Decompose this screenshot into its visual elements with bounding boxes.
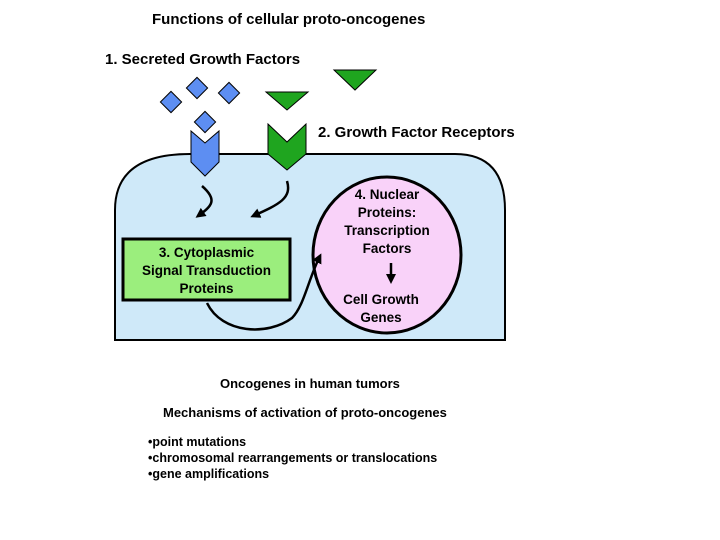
label-line: Proteins — [179, 281, 234, 296]
label-cytoplasmic-proteins: 3. Cytoplasmic Signal Transduction Prote… — [125, 244, 288, 298]
label-line: Genes — [360, 310, 402, 325]
list-item: point mutations — [148, 434, 437, 450]
label-line: Transcription — [344, 223, 430, 238]
diagram-title: Functions of cellular proto-oncogenes — [152, 11, 426, 28]
label-line: Factors — [362, 241, 412, 256]
oncogenes-heading: Oncogenes in human tumors — [220, 376, 400, 391]
green-receptor — [267, 122, 307, 171]
green-growth-factor-triangle — [264, 91, 310, 111]
blue-receptor — [190, 129, 220, 177]
list-item: gene amplifications — [148, 466, 437, 482]
arrow-blue-receptor-to-cytoplasm — [195, 185, 213, 218]
list-item: chromosomal rearrangements or translocat… — [148, 450, 437, 466]
mechanisms-heading: Mechanisms of activation of proto-oncoge… — [163, 405, 447, 420]
label-line: 3. Cytoplasmic — [158, 245, 255, 260]
label-line: Cell Growth — [343, 292, 419, 307]
arrow-green-receptor-to-cytoplasm — [250, 180, 290, 218]
label-cell-growth-genes: Cell Growth Genes — [324, 291, 438, 327]
growth-factor-diamond — [159, 90, 183, 114]
growth-factor-diamond — [193, 110, 217, 134]
label-line: 4. Nuclear — [354, 187, 420, 202]
mechanisms-list: point mutations chromosomal rearrangemen… — [148, 434, 437, 482]
growth-factor-diamond — [217, 81, 241, 105]
label-secreted-growth-factors: 1. Secreted Growth Factors — [105, 51, 301, 68]
growth-factor-diamond — [185, 76, 209, 100]
label-nuclear-proteins: 4. Nuclear Proteins: Transcription Facto… — [318, 186, 456, 258]
label-line: Signal Transduction — [141, 263, 271, 278]
arrow-cytoplasm-to-nucleus — [205, 253, 322, 331]
cytoplasmic-protein-box — [121, 237, 292, 302]
green-growth-factor-triangle — [332, 69, 378, 91]
label-line: Proteins: — [357, 205, 417, 220]
label-growth-factor-receptors: 2. Growth Factor Receptors — [318, 124, 515, 141]
